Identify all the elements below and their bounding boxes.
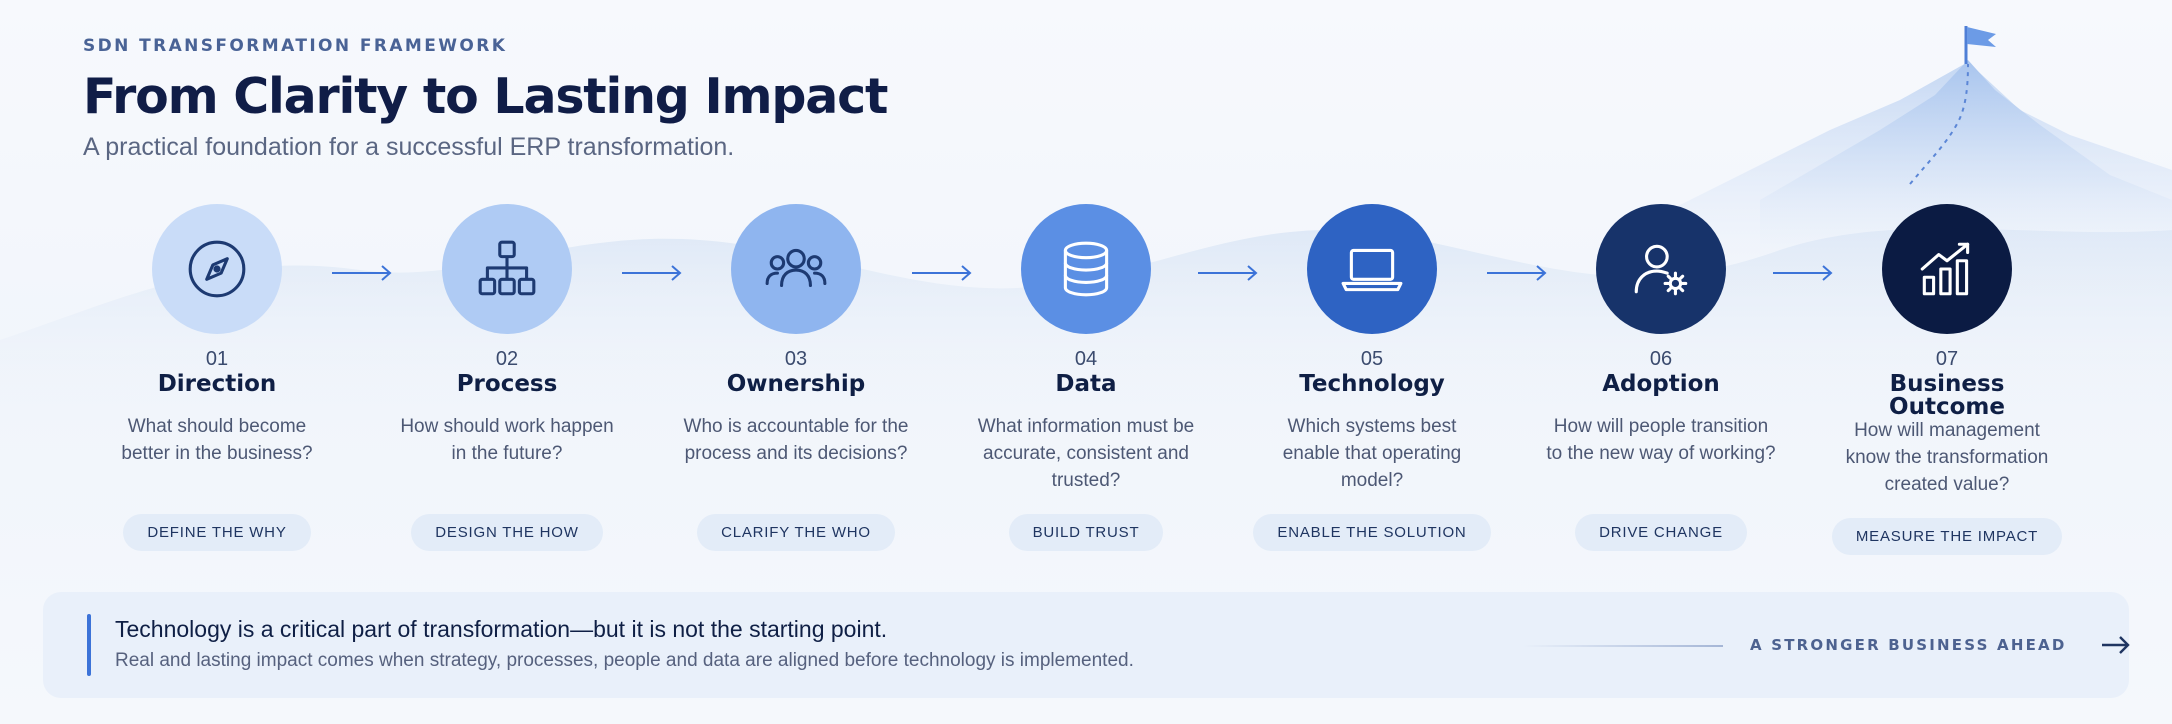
user-gear-icon [1634, 244, 1688, 296]
step-title: Technology [1299, 371, 1445, 397]
step-circle [731, 204, 861, 334]
step-question: How should work happen in the future? [400, 416, 614, 464]
step-technology: 05 Technology Which systems best enable … [1222, 204, 1522, 551]
key-message-callout: Technology is a critical part of transfo… [43, 592, 2130, 698]
arrow-right-icon [1773, 265, 1833, 281]
step-question: Which systems best enable that operating… [1282, 416, 1462, 491]
step-action-pill: BUILD TRUST [1008, 514, 1164, 551]
step-number: 05 [1360, 348, 1384, 370]
step-circle [442, 204, 572, 334]
callout-description: Real and lasting impact comes when strat… [115, 650, 1134, 671]
compass-icon [188, 240, 246, 298]
page-title: From Clarity to Lasting Impact [83, 68, 888, 125]
step-number: 01 [205, 348, 229, 370]
step-number: 03 [784, 348, 808, 370]
step-action-pill: MEASURE THE IMPACT [1831, 518, 2063, 555]
step-circle [1596, 204, 1726, 334]
page-subtitle: A practical foundation for a successful … [83, 133, 735, 161]
step-number: 06 [1649, 348, 1673, 370]
arrow-right-icon [622, 265, 682, 281]
step-ownership: 03 Ownership Who is accountable for the … [646, 204, 946, 551]
arrow-right-icon [912, 265, 972, 281]
arrow-right-icon [1487, 265, 1547, 281]
framework-steps: 01 Direction What should become better i… [67, 204, 2097, 555]
step-question: What information must be accurate, consi… [977, 416, 1195, 491]
step-title: Data [1055, 371, 1117, 397]
step-title: Adoption [1602, 371, 1720, 397]
step-question: How will people transition to the new wa… [1546, 416, 1776, 464]
eyebrow-label: SDN TRANSFORMATION FRAMEWORK [83, 36, 508, 56]
laptop-icon [1341, 248, 1403, 292]
step-adoption: 06 Adoption How will people transition t… [1511, 204, 1811, 551]
step-title: Business Outcome [1889, 371, 2005, 420]
people-group-icon [765, 248, 827, 288]
step-circle [1021, 204, 1151, 334]
step-business-outcome: 07 Business Outcome How will management … [1797, 204, 2097, 555]
step-title: Direction [157, 371, 277, 397]
callout-tagline: A STRONGER BUSINESS AHEAD [1750, 636, 2067, 654]
step-circle [152, 204, 282, 334]
callout-headline: Technology is a critical part of transfo… [115, 616, 888, 642]
step-circle [1307, 204, 1437, 334]
step-action-pill: ENABLE THE SOLUTION [1253, 514, 1491, 551]
step-title: Ownership [726, 371, 866, 397]
step-question: What should become better in the busines… [121, 416, 313, 464]
step-question: Who is accountable for the process and i… [683, 416, 909, 464]
callout-divider-line [1523, 645, 1723, 647]
step-data: 04 Data What information must be accurat… [936, 204, 1236, 551]
step-direction: 01 Direction What should become better i… [67, 204, 367, 551]
callout-accent-bar [87, 614, 91, 676]
arrow-right-icon [332, 265, 392, 281]
step-number: 04 [1074, 348, 1098, 370]
step-process: 02 Process How should work happen in the… [357, 204, 657, 551]
process-flow-icon [478, 240, 536, 296]
step-action-pill: DRIVE CHANGE [1575, 514, 1747, 551]
step-number: 07 [1935, 348, 1959, 370]
header: SDN TRANSFORMATION FRAMEWORK From Clarit… [83, 36, 888, 162]
step-action-pill: CLARIFY THE WHO [697, 514, 895, 551]
step-action-pill: DESIGN THE HOW [411, 514, 603, 551]
step-title: Process [456, 371, 558, 397]
arrow-right-icon [2102, 636, 2130, 654]
step-question: How will management know the transformat… [1845, 420, 2049, 495]
step-action-pill: DEFINE THE WHY [123, 514, 311, 551]
growth-chart-icon [1920, 242, 1970, 296]
database-icon [1063, 241, 1109, 297]
arrow-right-icon [1198, 265, 1258, 281]
step-number: 02 [495, 348, 519, 370]
step-circle [1882, 204, 2012, 334]
